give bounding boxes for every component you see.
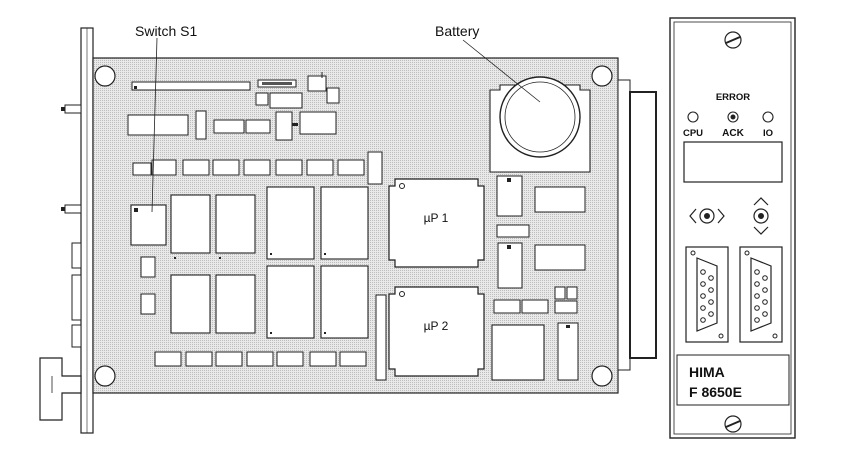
cpu-led-label: CPU	[683, 128, 703, 139]
cpu-1-chip	[388, 178, 485, 268]
switch-s1[interactable]	[130, 204, 167, 246]
smd-row-bottom	[154, 294, 387, 381]
ack-led-icon	[727, 111, 739, 123]
cpu-1-label: µP 1	[424, 211, 449, 225]
callout-switch	[151, 37, 158, 213]
label-plate	[676, 354, 790, 406]
top-screw-icon	[724, 31, 742, 49]
plate-connectors	[61, 104, 82, 348]
model-label: F 8650E	[689, 384, 742, 400]
mode-switch-vertical-icon[interactable]	[753, 197, 769, 235]
battery	[489, 76, 591, 173]
cpu-2-chip	[388, 286, 485, 377]
serial-port-left[interactable]	[685, 246, 729, 343]
callout-battery	[462, 39, 541, 103]
memory-chips	[170, 186, 369, 339]
smd-row-top	[132, 151, 383, 185]
serial-port-right[interactable]	[739, 246, 783, 343]
cpu-2-label: µP 2	[424, 319, 449, 333]
top-components	[127, 72, 340, 141]
ack-led-label: ACK	[722, 128, 744, 139]
error-label: ERROR	[716, 92, 750, 103]
brand-label: HIMA	[689, 364, 725, 380]
switch-s1-label: Switch S1	[135, 23, 197, 39]
battery-label: Battery	[435, 23, 479, 39]
left-small-components	[140, 256, 156, 315]
io-led-label: IO	[763, 128, 773, 139]
cpu-led-icon	[687, 111, 699, 123]
io-led-icon	[762, 111, 774, 123]
bottom-screw-icon	[724, 415, 742, 433]
backplane-connector	[617, 79, 657, 371]
handle[interactable]	[39, 357, 82, 421]
mode-switch-horizontal-icon[interactable]	[689, 208, 725, 224]
right-components	[491, 175, 586, 381]
display-window	[683, 141, 783, 183]
